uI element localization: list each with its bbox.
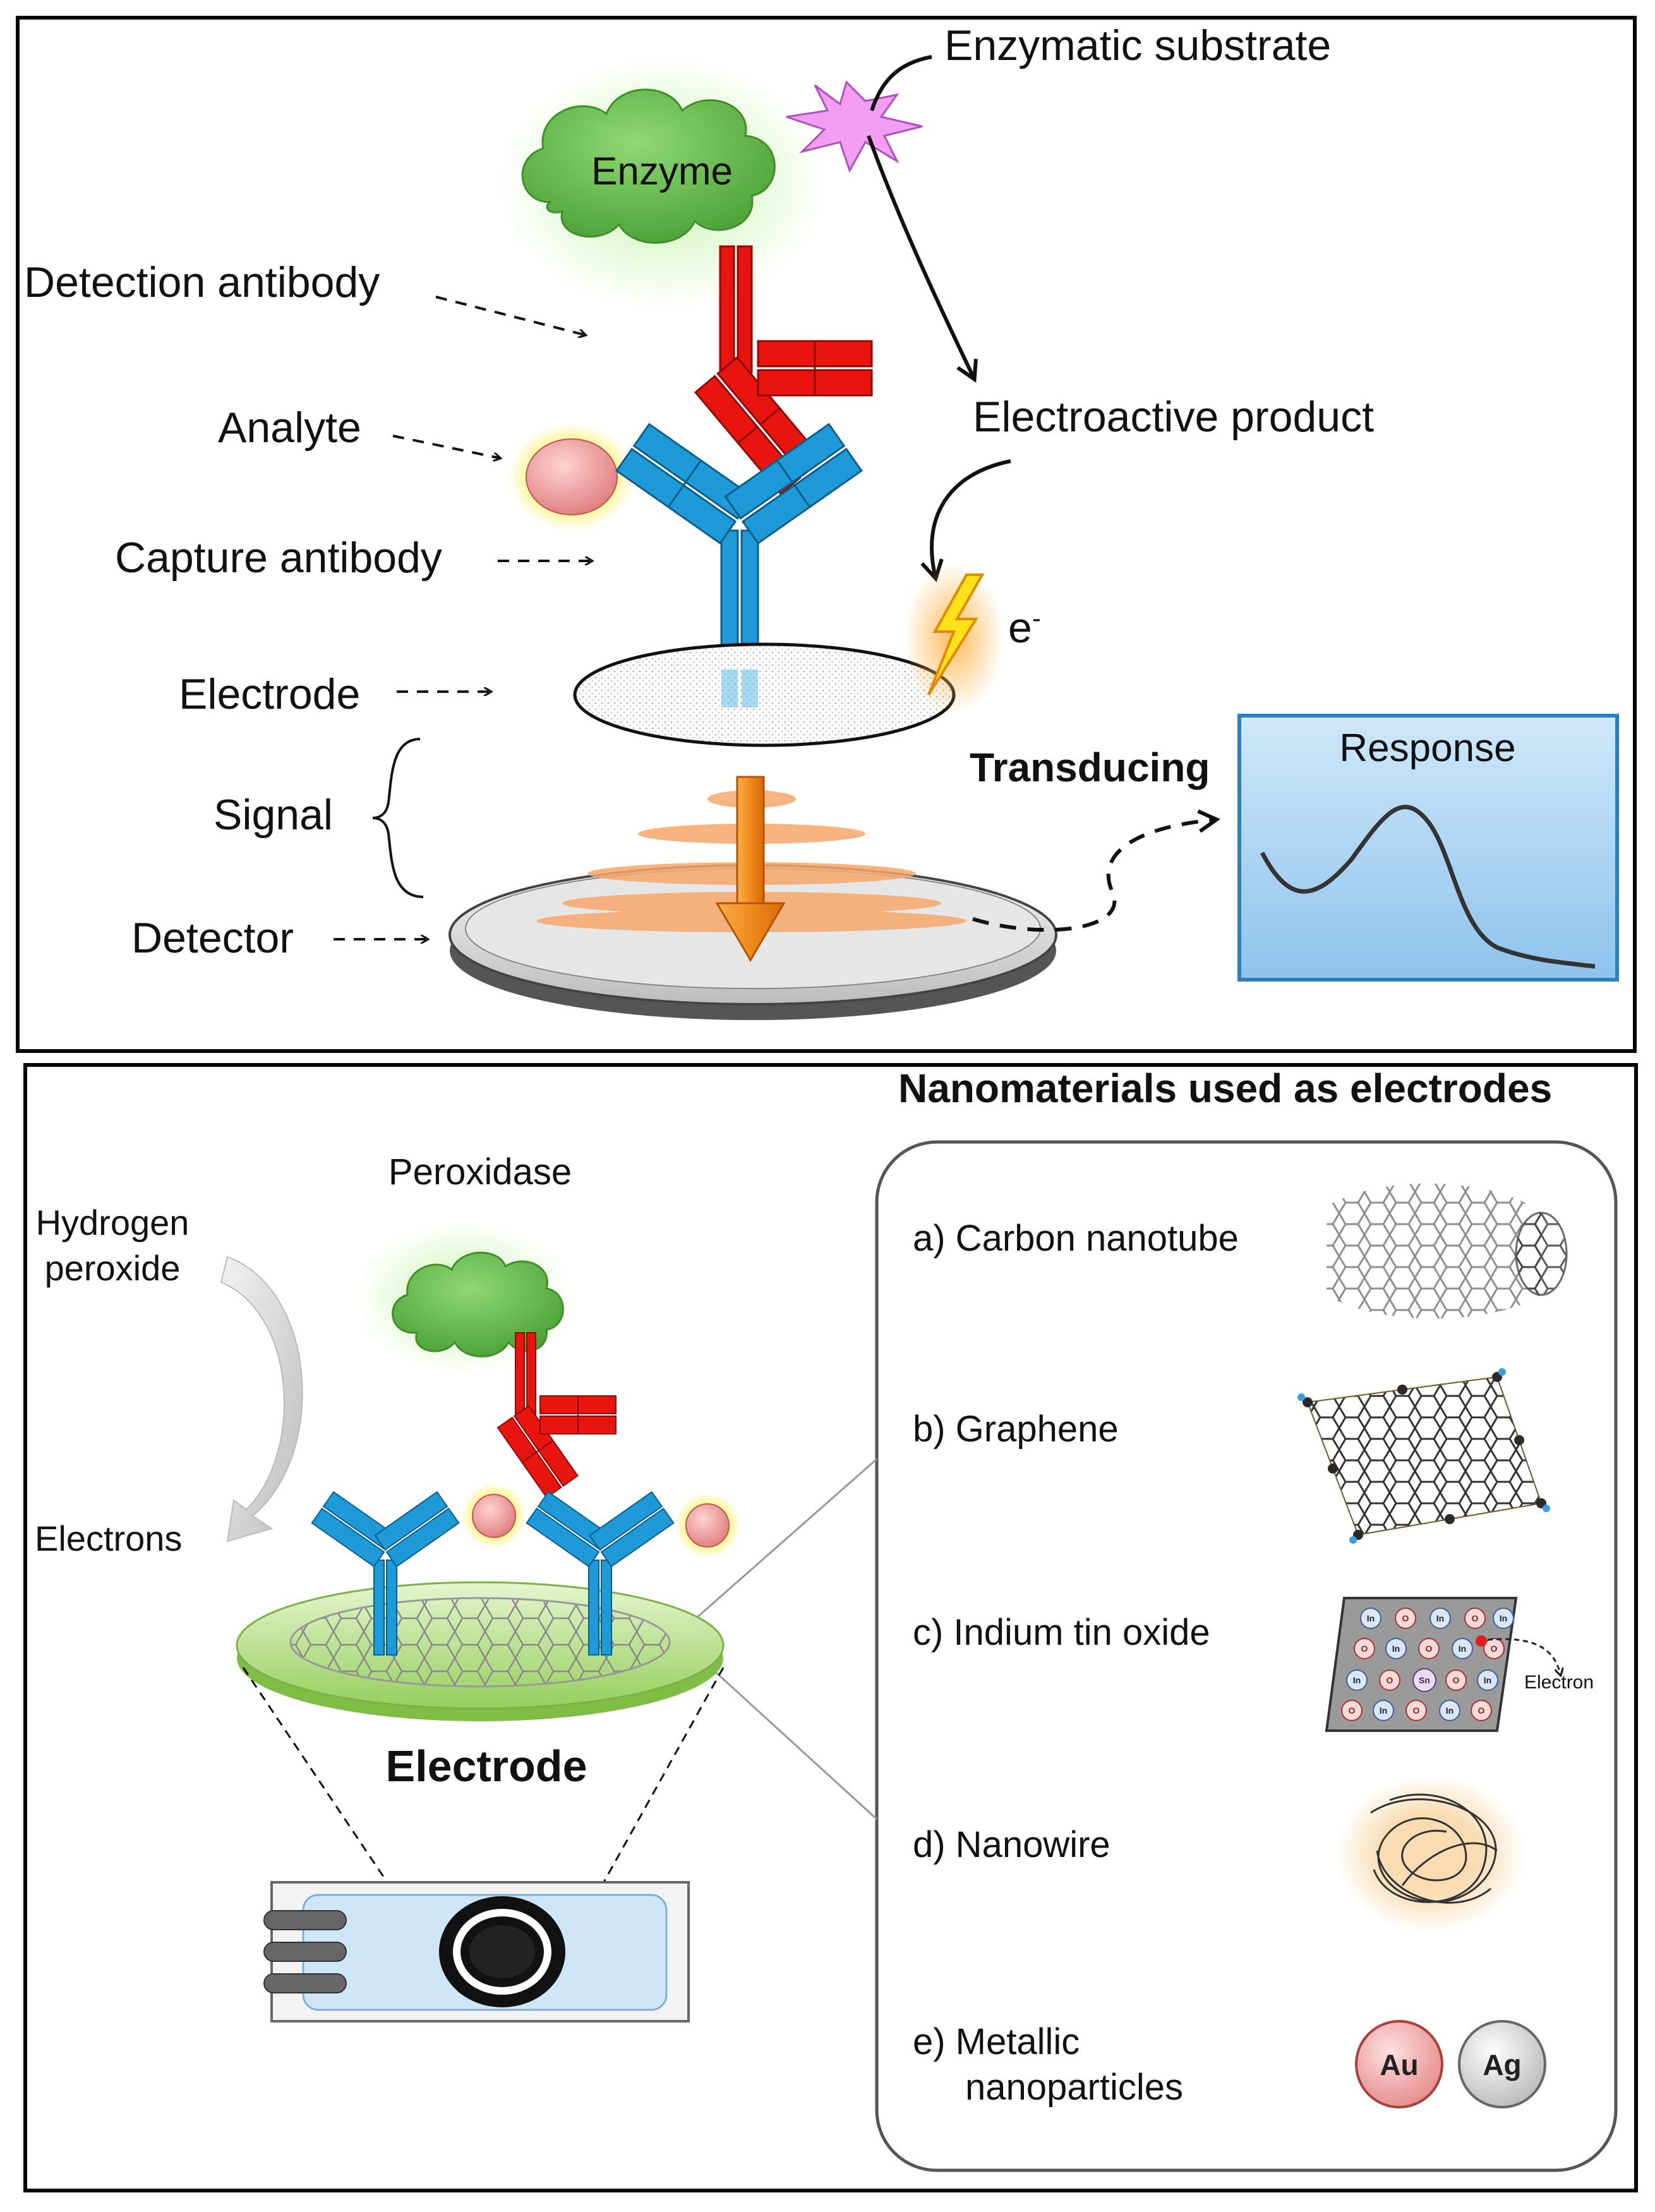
- nanomaterials-title: Nanomaterials used as electrodes: [898, 1066, 1552, 1111]
- carbon-nanotube-icon: [1327, 1183, 1568, 1319]
- detector-label: Detector: [131, 914, 294, 962]
- enzymatic-substrate-label: Enzymatic substrate: [944, 21, 1331, 69]
- ito-in-3: In: [1500, 1613, 1507, 1623]
- transducing-label: Transducing: [970, 745, 1210, 790]
- response-curve: [1260, 805, 1596, 969]
- ito-in-7: In: [1484, 1675, 1491, 1685]
- electrode-disk: [573, 642, 956, 747]
- ito-o-6: O: [1387, 1675, 1393, 1685]
- peroxidase-cloud: [357, 1222, 572, 1374]
- electron-symbol: e-: [1008, 603, 1041, 652]
- ag-label: Ag: [1483, 2048, 1521, 2081]
- peroxidase-label: Peroxidase: [388, 1151, 572, 1193]
- top-panel-frame: [16, 16, 1637, 1053]
- silver-nanoparticle-icon: Ag: [1458, 2020, 1546, 2108]
- signal-brace: [372, 738, 424, 898]
- conversion-arc: [220, 1256, 303, 1542]
- product-to-electrode-arrow: [920, 459, 1011, 582]
- ito-sn: Sn: [1419, 1675, 1430, 1685]
- ito-o-3: O: [1361, 1644, 1368, 1654]
- material-b-label: b) Graphene: [913, 1409, 1119, 1450]
- ito-atom-row-2: [1354, 1638, 1505, 1659]
- enzymatic-substrate-star: [786, 80, 923, 173]
- analyte-particle: [509, 423, 635, 531]
- au-label: Au: [1380, 2048, 1418, 2081]
- electroactive-product-label: Electroactive product: [973, 393, 1374, 441]
- ito-o-5: O: [1491, 1644, 1498, 1654]
- detection-antibody-label: Detection antibody: [24, 258, 380, 306]
- enzyme-label: Enzyme: [591, 150, 733, 193]
- electrode-label: Electrode: [179, 670, 360, 718]
- electrode-bold-label: Electrode: [386, 1741, 587, 1791]
- bottom-panel: Nanomaterials used as electrodes Peroxid…: [35, 1066, 1618, 2172]
- gold-nanoparticle-icon: Au: [1355, 2020, 1443, 2108]
- ito-electron-label: Electron: [1524, 1672, 1594, 1693]
- top-panel: Enzyme Enzymatic substrate Electroactive…: [24, 21, 1619, 1020]
- substrate-to-product-arrow: [867, 135, 978, 383]
- callout-line-top: [675, 1458, 877, 1637]
- ito-o-8: O: [1349, 1705, 1356, 1716]
- indium-tin-oxide-icon: In O In O In O In O In O In O Sn O In O …: [1325, 1597, 1594, 1732]
- analyte-label: Analyte: [218, 404, 361, 452]
- ito-o-1: O: [1402, 1613, 1409, 1623]
- transducing-arrow: [972, 809, 1220, 932]
- nanowire-icon: [1336, 1775, 1526, 1933]
- analyte-arrow: [392, 435, 499, 458]
- ito-in-5: In: [1459, 1644, 1466, 1654]
- response-box: Response: [1237, 714, 1619, 982]
- green-electrode-disk: [236, 1581, 725, 1721]
- ito-in-6: In: [1353, 1675, 1361, 1685]
- capture-antibody-left: [311, 1491, 460, 1656]
- ito-atom-row-1: [1360, 1608, 1514, 1629]
- ito-in-8: In: [1380, 1705, 1387, 1716]
- ito-in-1: In: [1367, 1613, 1375, 1623]
- electrons-label: Electrons: [35, 1518, 182, 1558]
- ito-o-2: O: [1472, 1613, 1479, 1623]
- ito-atom-row-3: [1346, 1668, 1498, 1692]
- analyte-small-1: [461, 1483, 527, 1549]
- material-a-label: a) Carbon nanotube: [913, 1218, 1239, 1259]
- transduction-arrow: [715, 776, 786, 962]
- detection-antibody-arrow: [435, 296, 584, 335]
- ito-in-9: In: [1446, 1705, 1453, 1716]
- ito-o-9: O: [1413, 1705, 1420, 1716]
- ito-o-10: O: [1478, 1705, 1485, 1716]
- material-c-label: c) Indium tin oxide: [913, 1612, 1210, 1653]
- electron-bolt: [903, 562, 1004, 714]
- capture-antibody: [615, 423, 863, 671]
- ito-atom-row-4: [1341, 1700, 1492, 1721]
- ito-in-4: In: [1392, 1644, 1400, 1654]
- signal-label: Signal: [214, 791, 333, 839]
- capture-antibody-label: Capture antibody: [115, 534, 442, 582]
- ito-o-4: O: [1426, 1644, 1433, 1654]
- substrate-leader: [870, 55, 932, 111]
- material-d-label: d) Nanowire: [913, 1824, 1110, 1865]
- response-label: Response: [1339, 726, 1515, 770]
- graphene-icon: [1297, 1368, 1550, 1544]
- detection-antibody-small: [496, 1332, 617, 1499]
- enzyme-cloud: Enzyme: [499, 57, 828, 310]
- ito-o-7: O: [1453, 1675, 1460, 1685]
- screen-printed-electrode: [263, 1881, 690, 2023]
- ito-in-2: In: [1436, 1613, 1444, 1623]
- bottom-panel-frame: [23, 1063, 1638, 2192]
- capture-antibody-right: [526, 1491, 675, 1656]
- analyte-small-2: [675, 1493, 740, 1558]
